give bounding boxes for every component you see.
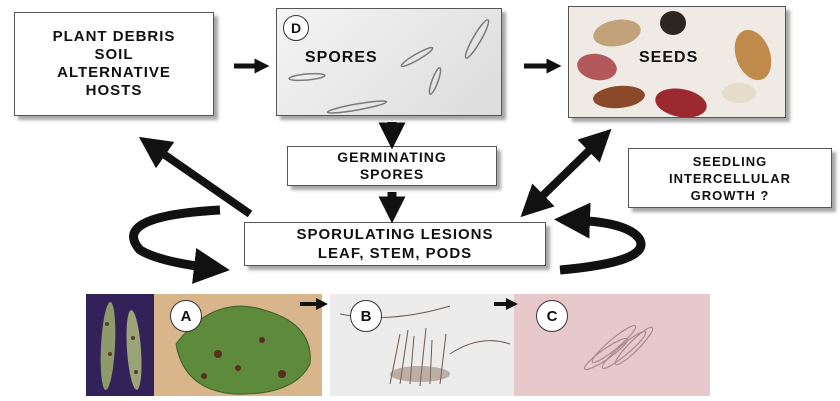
arrow-cycle-right [560, 220, 641, 270]
arrow-cycle-left [134, 210, 220, 268]
arrow-lesions-to-debris [152, 146, 250, 214]
arrow-lesions-seeds-bidirectional [532, 140, 600, 206]
